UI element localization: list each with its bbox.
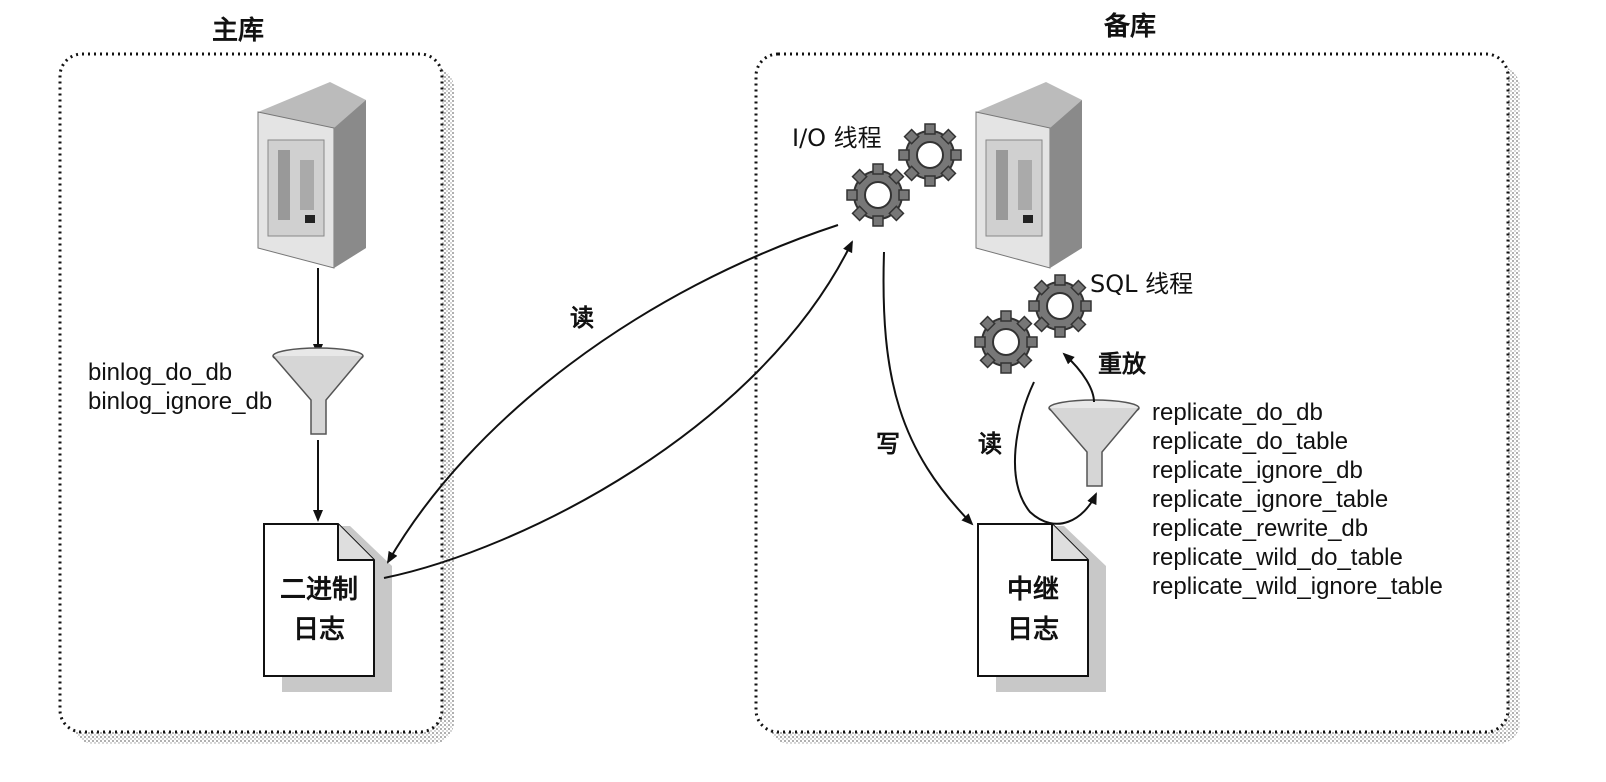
relay-log-label-line2: 日志	[1006, 615, 1059, 645]
read-link-label: 读	[570, 304, 594, 332]
io-thread-label: I/O 线程	[792, 124, 882, 152]
return-to-io-arrow	[383, 240, 853, 579]
binary-log-file-icon	[263, 523, 392, 692]
master-filter-list: binlog_do_db binlog_ignore_db	[88, 358, 272, 416]
sql-thread-gears-icon	[974, 274, 1092, 374]
replica-filter-funnel-icon	[1048, 399, 1140, 487]
sql-read-arrow	[1014, 381, 1097, 525]
io-thread-gears-icon	[846, 123, 962, 227]
write-relay-arrow	[882, 251, 974, 526]
replica-filter-item: replicate_ignore_table	[1152, 486, 1389, 513]
sql-read-label: 读	[978, 430, 1002, 458]
replica-filter-item: replicate_do_table	[1152, 428, 1349, 455]
replica-title: 备库	[1104, 12, 1157, 42]
replica-box	[754, 52, 1510, 734]
relay-log-label: 中继 日志	[978, 570, 1088, 650]
replica-filter-item: replicate_do_db	[1152, 399, 1323, 426]
read-binlog-arrow	[386, 224, 839, 564]
write-label: 写	[876, 430, 900, 458]
replay-label: 重放	[1098, 350, 1146, 378]
replica-filter-item: replicate_rewrite_db	[1152, 515, 1369, 542]
master-filter-item: binlog_do_db	[88, 359, 233, 386]
replica-server-icon	[975, 82, 1082, 269]
replica-filter-list: replicate_do_db replicate_do_table repli…	[1152, 398, 1443, 601]
relay-log-file-icon	[977, 523, 1106, 692]
binary-log-label: 二进制 日志	[264, 570, 374, 650]
relay-log-label-line1: 中继	[1006, 575, 1059, 605]
replica-filter-item: replicate_wild_ignore_table	[1152, 573, 1443, 600]
binary-log-label-line1: 二进制	[279, 575, 358, 605]
master-filter-funnel-icon	[272, 347, 364, 435]
sql-thread-label: SQL 线程	[1090, 270, 1194, 298]
replica-filter-item: replicate_wild_do_table	[1152, 544, 1403, 571]
master-filter-item: binlog_ignore_db	[88, 388, 273, 415]
replica-filter-item: replicate_ignore_db	[1152, 457, 1363, 484]
master-title: 主库	[212, 16, 265, 46]
master-server-icon	[257, 82, 366, 269]
replay-arrow	[1062, 352, 1095, 403]
binary-log-label-line2: 日志	[292, 615, 345, 645]
